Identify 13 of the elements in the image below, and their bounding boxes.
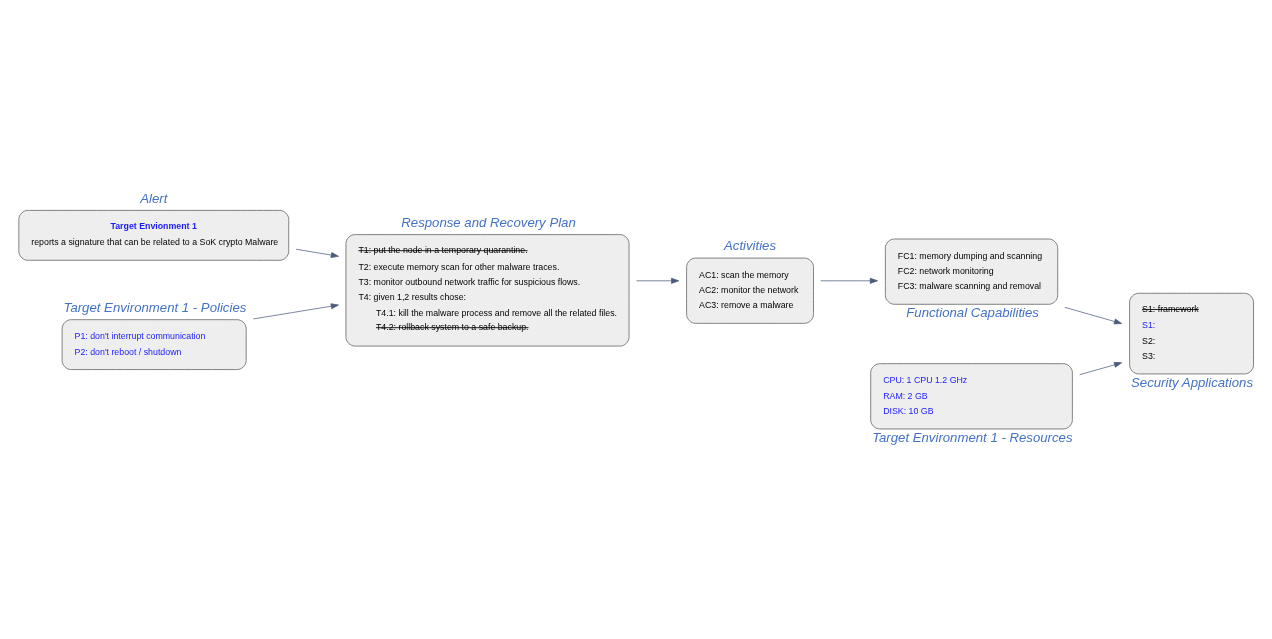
arrow (1079, 361, 1123, 376)
node-label: Alert (140, 190, 168, 206)
arrow (820, 277, 878, 284)
node-label: Activities (724, 238, 777, 254)
node-label: Functional Capabilities (906, 305, 1039, 321)
arrow (1064, 306, 1123, 325)
arrow (295, 248, 339, 258)
node-label: Response and Recovery Plan (401, 214, 576, 230)
node-label: Security Applications (1131, 374, 1253, 390)
node-label: Target Environment 1 - Resources (872, 429, 1073, 445)
arrow (636, 277, 680, 284)
node-label: Target Environment 1 - Policies (63, 299, 247, 315)
arrow (252, 303, 339, 320)
